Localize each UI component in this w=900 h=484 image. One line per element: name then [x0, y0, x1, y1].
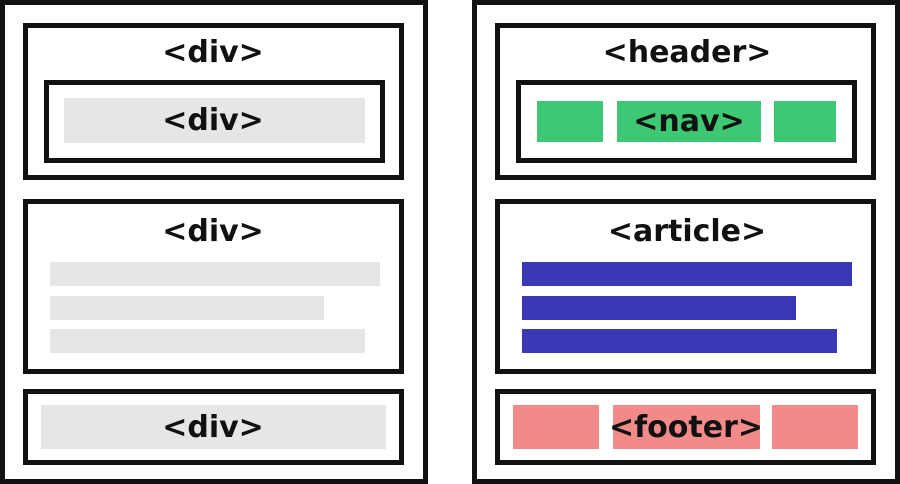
footer-block [772, 405, 858, 449]
nav-link-block [617, 101, 761, 142]
footer-block [513, 405, 599, 449]
right-footer-label: <footer> [608, 410, 764, 445]
footer-block [613, 405, 760, 449]
left-article-label: <div> [162, 214, 264, 249]
article-text-line [522, 262, 852, 286]
right-nav-label: <nav> [633, 104, 745, 139]
left-footer-placeholder-bar [41, 405, 386, 449]
left-article-text-line [50, 296, 324, 320]
left-header-label: <div> [162, 35, 264, 70]
article-text-line [522, 329, 837, 353]
left-article-text-line [50, 262, 380, 286]
nav-link-block [537, 101, 603, 142]
left-nav-placeholder-bar [64, 98, 365, 143]
left-footer-label: <div> [162, 410, 264, 445]
left-article-text-line [50, 329, 365, 353]
left-nav-label: <div> [162, 103, 264, 138]
right-article-label: <article> [607, 214, 767, 249]
right-header-label: <header> [602, 35, 772, 70]
article-text-line [522, 296, 796, 320]
nav-link-block [774, 101, 836, 142]
